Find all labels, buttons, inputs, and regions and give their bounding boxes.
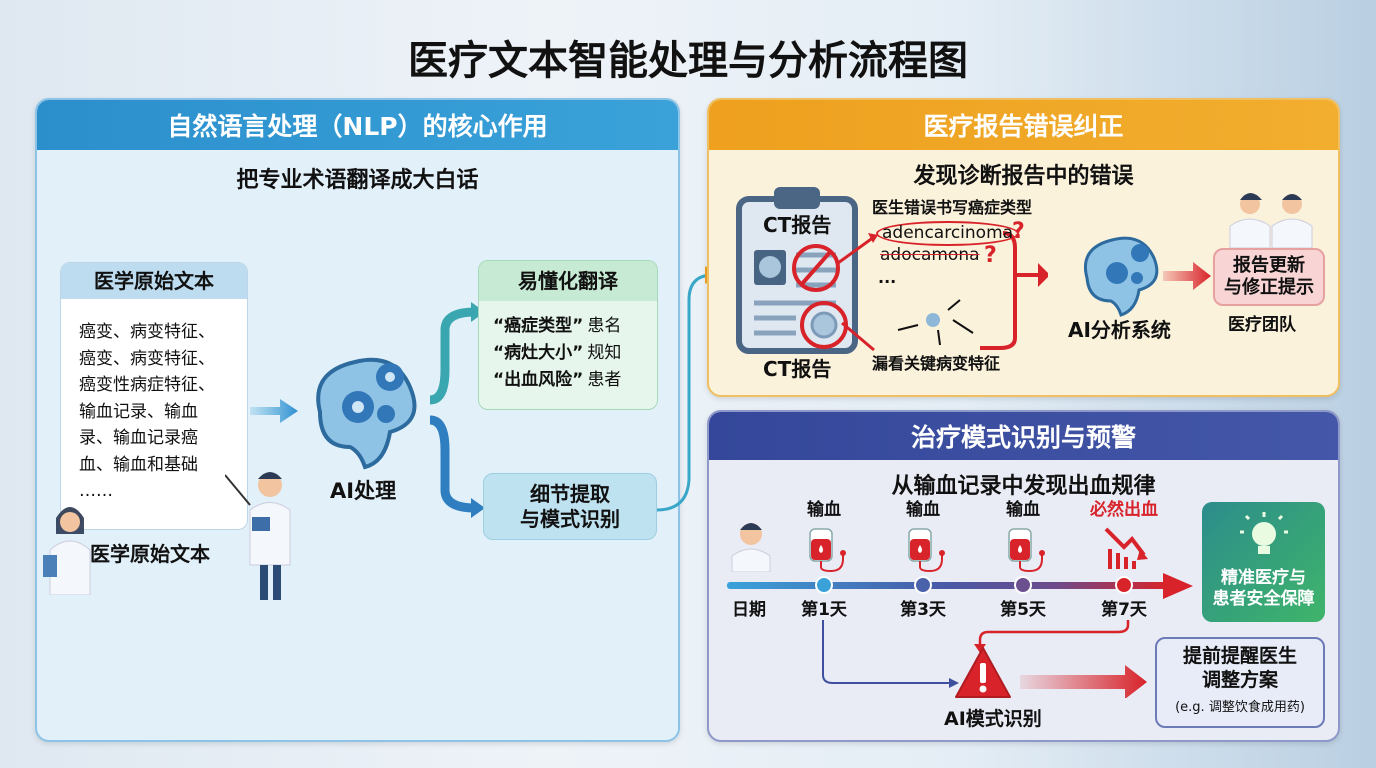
raw-text-caption: 医学原始文本 xyxy=(90,542,210,566)
medical-team-icon xyxy=(1229,193,1313,248)
doctor-female-icon xyxy=(43,507,91,595)
blood-bag-icon xyxy=(809,528,846,573)
raw-text-line: 癌变性病症特征、 xyxy=(79,375,215,395)
translation-rows: “癌症类型”患名“病灶大小”规知“出血风险”患者 xyxy=(479,301,657,394)
correction-subtitle: 发现诊断报告中的错误 xyxy=(913,164,1134,189)
clipboard-title: CT报告 xyxy=(763,213,832,237)
extraction-label: 细节提取 与模式识别 xyxy=(520,481,620,531)
missed-feature-label: 漏看关键病变特征 xyxy=(872,354,1001,373)
raw-text-line: 癌变、病变特征、 xyxy=(79,322,215,342)
translation-term: “癌症类型” xyxy=(493,316,584,336)
blood-bag-icon xyxy=(1008,528,1045,573)
alert-title: 提前提醒医生 调整方案 xyxy=(1182,645,1297,691)
translation-row: “病灶大小”规知 xyxy=(493,340,657,367)
error-word-correct: adencarcinoma xyxy=(876,221,1020,247)
outcome-box: 精准医疗与 患者安全保障 xyxy=(1202,502,1325,622)
raw-text-line: 录、输血记录癌 xyxy=(79,428,198,448)
error-word-1: adencarcinoma xyxy=(882,223,1014,243)
alert-note: (e.g. 调整饮食成用药) xyxy=(1175,699,1305,715)
brain-gear-icon xyxy=(316,357,417,470)
raw-text-box: 医学原始文本 癌变、病变特征、癌变、病变特征、癌变性病症特征、输血记录、输血录、… xyxy=(60,262,248,530)
nlp-subtitle: 把专业术语翻译成大白话 xyxy=(236,168,479,193)
page-title: 医疗文本智能处理与分析流程图 xyxy=(408,38,968,84)
medical-team-label: 医疗团队 xyxy=(1228,315,1296,335)
arrow-to-ai xyxy=(250,399,298,423)
raw-text-line: 癌变、病变特征、 xyxy=(79,348,215,369)
ai-pattern-label: AI模式识别 xyxy=(944,708,1042,730)
translation-note: 患名 xyxy=(587,316,622,336)
extraction-box: 细节提取 与模式识别 xyxy=(483,473,657,540)
nlp-header: 自然语言处理（NLP）的核心作用 xyxy=(37,100,678,150)
alert-box: 提前提醒医生 调整方案 (e.g. 调整饮食成用药) xyxy=(1155,637,1325,728)
translation-row: “癌症类型”患名 xyxy=(493,313,657,340)
translation-note: 患者 xyxy=(587,370,622,390)
question-mark-1: ? xyxy=(1012,219,1025,244)
error-word-2: adocamona xyxy=(880,245,980,265)
arrow-to-update xyxy=(1163,262,1211,290)
raw-text-line: 血、输血和基础 xyxy=(79,454,198,475)
raw-text-line: 输血记录、输血 xyxy=(79,401,198,422)
correction-header: 医疗报告错误纠正 xyxy=(709,100,1338,150)
ai-analysis-label: AI分析系统 xyxy=(1068,318,1171,342)
event-label: 必然出血 xyxy=(1090,500,1158,520)
timeline xyxy=(727,573,1193,599)
warning-icon xyxy=(955,647,1011,698)
pattern-header: 治疗模式识别与预警 xyxy=(709,412,1338,460)
raw-text-header: 医学原始文本 xyxy=(61,263,247,299)
translation-box: 易懂化翻译 “癌症类型”患名“病灶大小”规知“出血风险”患者 xyxy=(478,260,658,410)
outcome-label: 精准医疗与 患者安全保障 xyxy=(1212,568,1315,610)
branch-arrows xyxy=(429,302,485,518)
raw-text-line: …… xyxy=(79,481,113,501)
ct-report-clipboard-icon xyxy=(736,187,858,354)
event-label: 输血 xyxy=(906,500,940,520)
ai-brain-icon xyxy=(1084,236,1159,317)
doctor-avatar-icon xyxy=(731,523,771,572)
translation-row: “出血风险”患者 xyxy=(493,367,657,394)
translation-term: “出血风险” xyxy=(493,370,584,390)
pattern-connectors xyxy=(822,620,1147,698)
ellipsis: ... xyxy=(878,268,897,287)
event-day: 第3天 xyxy=(900,600,946,620)
ai-processing-label: AI处理 xyxy=(330,479,397,503)
report-update-label: 报告更新 与修正提示 xyxy=(1224,254,1314,299)
pattern-subtitle: 从输血记录中发现出血规律 xyxy=(891,474,1156,499)
translation-header: 易懂化翻译 xyxy=(479,261,657,301)
translation-note: 规知 xyxy=(587,343,622,363)
bleeding-chart-icon xyxy=(1104,527,1148,569)
event-label: 输血 xyxy=(1006,500,1040,520)
timeline-start-label: 日期 xyxy=(732,600,766,620)
event-day: 第7天 xyxy=(1101,600,1147,620)
lightbulb-icon xyxy=(1240,512,1288,554)
event-day: 第1天 xyxy=(801,600,847,620)
question-mark-2: ? xyxy=(984,243,997,268)
error-title: 医生错误书写癌症类型 xyxy=(872,198,1033,217)
raw-text-lines: 癌变、病变特征、癌变、病变特征、癌变性病症特征、输血记录、输血录、输血记录癌血、… xyxy=(61,299,247,505)
report-update-box: 报告更新 与修正提示 xyxy=(1213,248,1325,306)
event-label: 输血 xyxy=(807,500,841,520)
doctor-male-icon xyxy=(225,472,291,600)
clipboard-caption: CT报告 xyxy=(763,357,832,381)
blood-bag-icon xyxy=(908,528,945,573)
event-day: 第5天 xyxy=(1000,600,1046,620)
translation-term: “病灶大小” xyxy=(493,343,584,363)
